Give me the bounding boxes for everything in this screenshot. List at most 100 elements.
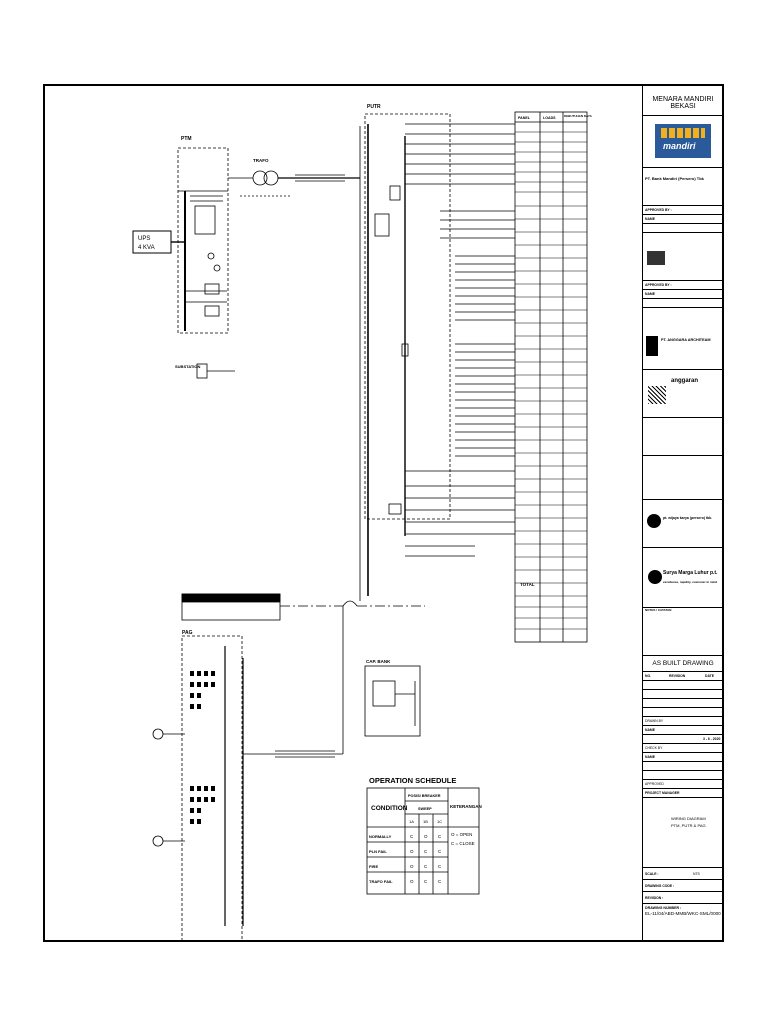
consultant-logo-cell (643, 233, 723, 281)
name-row-2: NAME (643, 290, 723, 299)
putr-feeder-lines-1 (405, 123, 515, 321)
notes-label: NOTES / CATATAN (645, 608, 672, 612)
contractor-cell: pt. wijaya karya (persero) tbk. (643, 500, 723, 548)
approved-label: APPROVED (645, 782, 664, 786)
genset-2 (152, 835, 164, 847)
subcontractor-name: Surya Marga Luhur p.t. (663, 570, 718, 576)
row-condition: FIRE (369, 864, 378, 869)
approved-row: APPROVED (643, 780, 723, 789)
drawn-by-row: DRAWN BY (643, 717, 723, 726)
putr-label: PUTR (367, 104, 381, 110)
check-row-3 (643, 771, 723, 780)
sweep-header: SWEEP (418, 807, 432, 811)
condition-header: CONDITION (371, 805, 408, 812)
architect-name: PT. ANGGARA ARCHITEAM (661, 338, 711, 342)
ups-rating: 4 KVA (138, 245, 155, 251)
row-condition: PLN FAIL (369, 849, 387, 854)
project-manager-row: PROJECT MANAGER (643, 789, 723, 798)
table-total-label: TOTAL (520, 582, 535, 587)
row-value: C (410, 834, 414, 839)
row-value: C (438, 879, 442, 884)
substation-label: SUBSTATION (175, 364, 201, 369)
row-value: O (410, 849, 414, 854)
mep-logo: anggaran (671, 378, 699, 384)
cap-bank-panel (364, 665, 421, 737)
revision-label: REVISION : (645, 896, 664, 900)
drawing-number: EL-11/04/ABD-MMB/WKC-SML/0000 (645, 911, 721, 916)
consultant-logo-icon (647, 251, 665, 265)
table-header-power: KEBUTUHAN DAYA (564, 114, 593, 118)
legend-open: O = OPEN (451, 832, 472, 837)
col-1c: 1C (437, 819, 442, 824)
check-by-label: CHECK BY (645, 746, 663, 750)
drawn-name-label: NAME (645, 728, 655, 732)
approved-by-label-2: APPROVED BY : (645, 283, 672, 287)
subcontractor-cell: Surya Marga Luhur p.t. excellence, rapid… (643, 548, 723, 608)
row-value: C (424, 864, 428, 869)
subcontractor-tagline: excellence, rapidity, customer in mind (663, 580, 718, 584)
stage-title: AS BUILT DRAWING (652, 660, 714, 667)
drawing-title-line-2: PTM, PUTR & PAG (671, 823, 706, 828)
drawing-number-cell: DRAWING NUMBER : EL-11/04/ABD-MMB/WKC-SM… (643, 904, 723, 940)
notes-cell: NOTES / CATATAN (643, 608, 723, 656)
drawn-by-label: DRAWN BY (645, 719, 664, 723)
owner-name: PT. Bank Mandiri (Persero) Tbk (645, 176, 704, 181)
approved-by-row-2: APPROVED BY : (643, 281, 723, 290)
approved-by-row: APPROVED BY : (643, 206, 723, 215)
ptm-label: PTM (181, 136, 192, 142)
architect-cell: PT. ANGGARA ARCHITEAM (643, 324, 723, 370)
subcontractor-logo (648, 570, 662, 584)
project-name: MENARA MANDIRI BEKASI (652, 96, 714, 110)
row-value: C (424, 879, 428, 884)
check-row-2 (643, 762, 723, 771)
trafo-symbol (252, 170, 268, 186)
load-table (514, 111, 588, 643)
revision-header-row: NO. REVISION DATE (643, 672, 723, 681)
drawing-title-line-1: WIRING DIAGRAM (671, 816, 706, 821)
putr-feeder-lines-2 (455, 343, 515, 457)
posisi-breaker-header: POSISI BREAKER (408, 794, 441, 798)
owner-logo: mandiri (655, 124, 711, 158)
name-label-2: NAME (645, 292, 655, 296)
architect-logo-icon (646, 336, 658, 356)
mep-consultant-cell: anggaran (643, 370, 723, 418)
legend-close: C = CLOSE (451, 841, 475, 846)
scale-value: NTS (693, 872, 700, 876)
drawing-title-cell: WIRING DIAGRAM PTM, PUTR & PAG (643, 798, 723, 868)
keterangan-header: KETERANGAN (450, 804, 482, 809)
wiring-diagram: PTM TRAFO UPS 4 KVA PUTR SUBSTATION PAG … (132, 104, 593, 940)
cap-bank-label: CAP. BANK (366, 659, 391, 664)
row-condition: NORMALLY (369, 834, 392, 839)
operation-schedule-table (366, 787, 480, 895)
approved-by-label: APPROVED BY : (645, 208, 672, 212)
stage-cell: AS BUILT DRAWING (643, 656, 723, 672)
rev-date-header: DATE (705, 674, 714, 678)
mep-logo-mark (648, 386, 666, 404)
row-value: O (410, 864, 414, 869)
revision-label-row: REVISION : (643, 892, 723, 904)
scale-label: SCALE : (645, 872, 659, 876)
structural-cell (643, 418, 723, 456)
pag-panel (181, 635, 243, 940)
drawn-date-row: 3 - 6 - 2020 (643, 735, 723, 744)
table-header-loads: LOADS (543, 116, 556, 120)
col-1b: 1B (423, 819, 428, 824)
revision-row (643, 699, 723, 708)
putr-feeder-lines-3 (405, 470, 515, 557)
project-manager-label: PROJECT MANAGER (645, 791, 680, 795)
contractor-name: pt. wijaya karya (persero) tbk. (663, 516, 713, 520)
blank-row (643, 224, 723, 233)
drawn-name-row: NAME (643, 726, 723, 735)
owner-logo-cell: mandiri (643, 116, 723, 168)
operation-schedule-title: OPERATION SCHEDULE (369, 776, 456, 785)
row-value: O (424, 834, 428, 839)
rev-desc-header: REVISION (669, 674, 686, 678)
trafo-label: TRAFO (253, 158, 269, 163)
revision-row (643, 681, 723, 690)
revision-row (643, 690, 723, 699)
row-value: C (424, 849, 428, 854)
drawing-sheet: PTM TRAFO UPS 4 KVA PUTR SUBSTATION PAG … (43, 84, 724, 942)
scale-row: SCALE : NTS (643, 868, 723, 880)
genset-1 (152, 728, 164, 740)
qs-cell (643, 456, 723, 500)
